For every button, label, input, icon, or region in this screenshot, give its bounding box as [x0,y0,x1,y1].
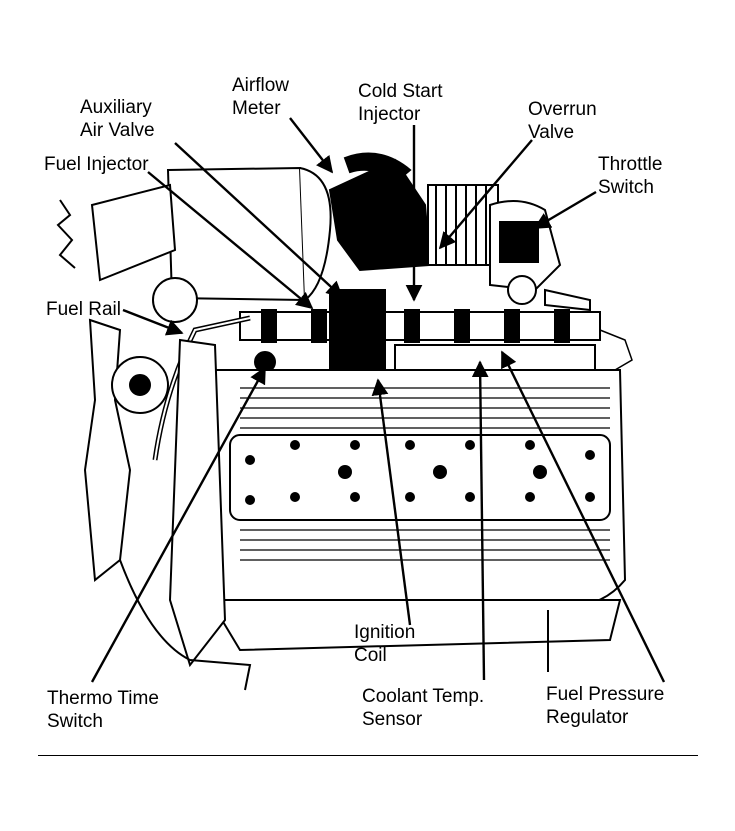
head-bolts [245,440,595,505]
leader-coolant-temp-sensor [471,360,489,681]
leader-throttle-switch [533,190,597,230]
leader-fuel-rail [122,308,184,336]
injector-row [261,309,570,343]
air-cleaner-housing [166,166,307,302]
leader-overrun-valve [438,139,533,250]
leader-thermo-time-switch [90,366,267,683]
intake-bellows [427,184,499,266]
leader-fuel-pressure-regulator [500,350,666,683]
engine-illustration [56,152,633,691]
leader-fuel-injector [147,171,314,310]
fan-blades [83,318,132,582]
label-fuel-rail: Fuel Rail [46,299,121,320]
leader-airflow-meter [289,117,334,174]
bottom-divider [38,755,698,756]
ignition-coil-block [329,289,386,376]
leader-lines [90,117,666,683]
valve-cover-ribs [240,387,610,561]
label-coolant-temp-sensor: Coolant Temp.Sensor [362,686,485,730]
label-fuel-injector: Fuel Injector [44,154,149,175]
leader-auxiliary-air-valve [174,142,344,299]
leader-ignition-coil [371,378,412,626]
